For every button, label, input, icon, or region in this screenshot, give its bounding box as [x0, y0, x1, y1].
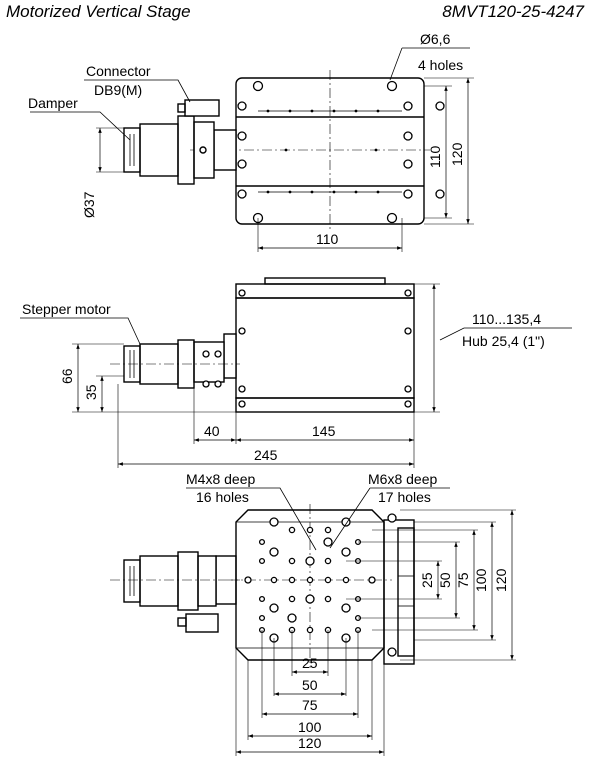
bottom-view: M4x8 deep 16 holes M6x8 deep 17 holes 25…: [110, 471, 516, 756]
dim-66: 66: [59, 368, 75, 384]
height-range-label: 110...135,4: [472, 311, 541, 327]
m6-thread-label: M6x8 deep: [368, 471, 437, 487]
hole-count-label: 4 holes: [418, 57, 463, 73]
dim-40: 40: [204, 423, 220, 439]
dim-v-50: 50: [437, 572, 453, 588]
dim-v-120: 120: [493, 568, 509, 592]
side-stage-body: [235, 297, 415, 399]
m4-hole-count: 16 holes: [196, 489, 249, 505]
dim-v-25: 25: [419, 572, 435, 588]
dim-h-120: 120: [298, 735, 322, 751]
dim-110-vertical: 110: [427, 145, 443, 168]
top-connector: [184, 99, 220, 117]
hub-label: Hub 25,4 (1"): [462, 333, 545, 349]
dim-145: 145: [312, 423, 336, 439]
drawing-title: Motorized Vertical Stage: [6, 2, 191, 21]
dim-35: 35: [83, 384, 99, 400]
model-number: 8MVT120-25-4247: [442, 2, 584, 21]
dim-110-horizontal: 110: [316, 231, 339, 247]
dim-245: 245: [254, 447, 278, 463]
damper-label: Damper: [28, 95, 78, 111]
dim-h-50: 50: [302, 677, 318, 693]
dim-37-diameter: Ø37: [81, 191, 97, 218]
top-dot-rows: [266, 109, 380, 194]
dim-h-75: 75: [302, 697, 318, 713]
dim-h-100: 100: [298, 719, 322, 735]
stepper-motor-label: Stepper motor: [22, 301, 111, 317]
m6-hole-count: 17 holes: [378, 489, 431, 505]
top-mounting-holes: [237, 80, 445, 224]
m4-thread-label: M4x8 deep: [186, 471, 255, 487]
connector-type: DB9(M): [94, 82, 142, 98]
dim-h-25: 25: [302, 655, 318, 671]
top-view: Connector DB9(M) Damper Ø6,6 4 holes 110…: [28, 31, 474, 252]
side-view: Stepper motor 110...135,4 Hub 25,4 (1") …: [20, 277, 572, 468]
connector-label: Connector: [86, 63, 151, 79]
dim-v-75: 75: [455, 572, 471, 588]
hole-diameter-label: Ø6,6: [420, 31, 451, 47]
dim-v-100: 100: [473, 568, 489, 592]
dim-120-vertical: 120: [449, 142, 465, 166]
